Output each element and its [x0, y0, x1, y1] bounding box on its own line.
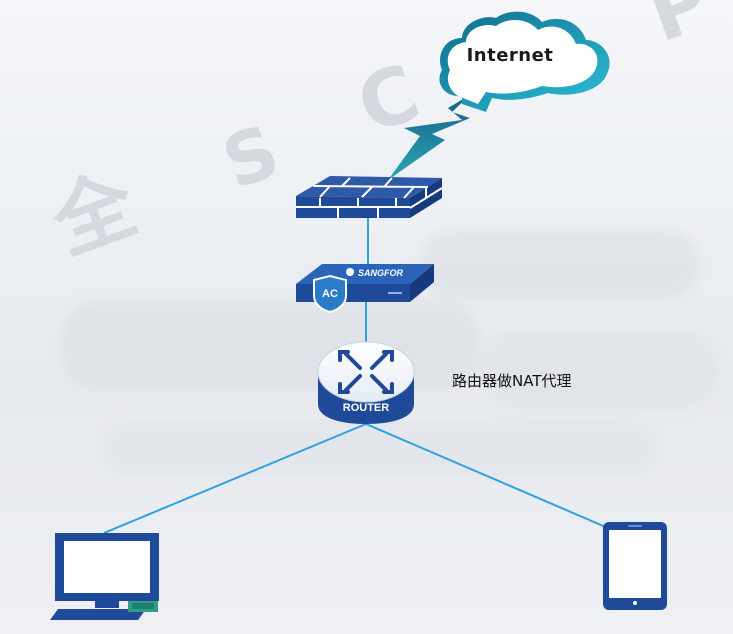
sangfor-brand-text: SANGFOR [358, 268, 404, 278]
router-nat-caption: 路由器做NAT代理 [452, 372, 572, 390]
sangfor-logo-icon [346, 268, 354, 276]
ac-device-icon: SANGFOR AC [296, 264, 434, 314]
ac-badge-text: AC [322, 288, 338, 300]
router-icon: ROUTER [317, 341, 415, 424]
link-router-tablet [365, 423, 609, 529]
ac-shield-icon [313, 274, 347, 314]
internet-cloud-icon [439, 11, 610, 112]
lightning-bolt-icon [388, 95, 470, 180]
desktop-computer-icon [50, 533, 159, 620]
tablet-icon [603, 522, 667, 610]
internet-label: Internet [466, 45, 554, 66]
firewall-icon [296, 176, 443, 218]
router-arrows-icon [338, 350, 394, 394]
links [103, 218, 609, 534]
router-label: ROUTER [343, 402, 390, 414]
link-router-pc [103, 423, 367, 534]
